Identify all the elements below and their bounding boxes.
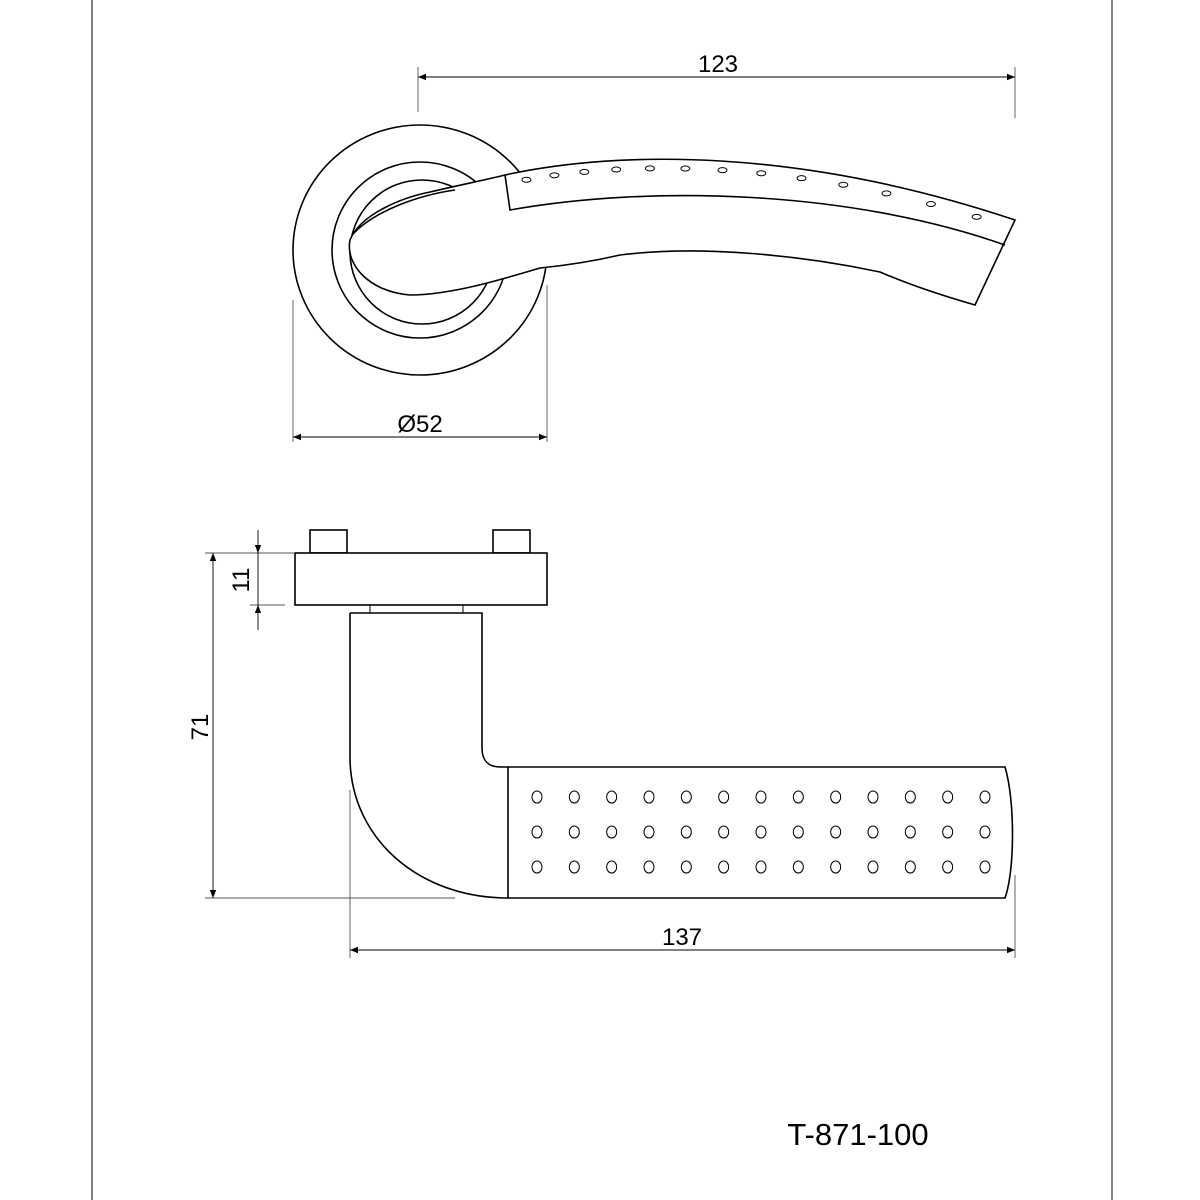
lever-top-dot	[549, 172, 560, 179]
grip-dot	[942, 790, 954, 804]
grip-dot	[830, 825, 842, 839]
dimension-label-11: 11	[228, 568, 255, 593]
grip-dot	[718, 825, 730, 839]
lever-grip	[507, 766, 1014, 899]
grip-dot	[718, 860, 730, 874]
lever-top-dot	[925, 201, 936, 208]
grip-dot	[755, 825, 767, 839]
grip-dot-grid	[531, 790, 991, 874]
grip-dot	[942, 825, 954, 839]
dimension-71: 71	[187, 553, 455, 899]
rosette-base	[294, 552, 548, 606]
grip-dot	[942, 860, 954, 874]
grip-dot	[680, 790, 692, 804]
grip-dot	[867, 790, 879, 804]
lever-top-dot	[971, 213, 982, 220]
dimension-123: 123	[417, 51, 1016, 118]
grip-dot	[568, 860, 580, 874]
grip-dot	[568, 790, 580, 804]
grip-dot	[643, 790, 655, 804]
grip-dot	[792, 825, 804, 839]
grip-dot	[979, 860, 991, 874]
dimension-label-123: 123	[698, 51, 738, 78]
lever-top-dot	[579, 168, 590, 175]
top-dot-row	[521, 165, 982, 220]
lever-insert-edge	[504, 174, 1006, 246]
grip-dot	[755, 860, 767, 874]
rosette-neck	[369, 604, 464, 614]
grip-dot	[867, 825, 879, 839]
mounting-pin-left	[309, 529, 348, 554]
grip-dot	[792, 860, 804, 874]
grip-dot	[904, 790, 916, 804]
grip-dot	[606, 790, 618, 804]
grip-dot	[680, 860, 692, 874]
side-view	[294, 529, 1014, 899]
lever-top-dot	[644, 165, 655, 172]
dimension-137: 137	[349, 790, 1016, 958]
lever-top-dot	[756, 170, 767, 177]
grip-dot	[979, 790, 991, 804]
lever-top-dot	[611, 166, 622, 173]
dimension-diameter-52: Ø52	[292, 285, 548, 442]
lever-top-dot	[717, 167, 728, 174]
grip-dot	[830, 860, 842, 874]
dimension-label-137: 137	[662, 924, 702, 951]
grip-dot	[792, 790, 804, 804]
dimension-label-diameter: Ø52	[397, 411, 442, 438]
lever-top-dot	[838, 181, 849, 188]
lever-neck-curve	[351, 189, 456, 236]
grip-dot	[531, 860, 543, 874]
grip-dot	[680, 825, 692, 839]
grip-dot	[643, 825, 655, 839]
dimension-label-71: 71	[187, 714, 214, 741]
grip-dot	[606, 825, 618, 839]
grip-dot	[606, 860, 618, 874]
product-code: T-871-100	[787, 1117, 928, 1152]
top-view	[292, 124, 1017, 376]
grip-dot	[643, 860, 655, 874]
grip-dot	[531, 790, 543, 804]
grip-dot	[531, 825, 543, 839]
grip-dot	[718, 790, 730, 804]
grip-dot	[979, 825, 991, 839]
mounting-pin-right	[492, 529, 531, 554]
lever-top-dot	[521, 176, 532, 183]
grip-dot	[904, 825, 916, 839]
grip-dot	[755, 790, 767, 804]
lever-top-body	[348, 158, 1017, 306]
grip-dot	[830, 790, 842, 804]
lever-top-dot	[796, 175, 807, 182]
grip-dot	[867, 860, 879, 874]
grip-dot	[904, 860, 916, 874]
lever-top-dot	[680, 165, 691, 172]
lever-side-body	[349, 612, 509, 899]
lever-top-dot	[881, 190, 892, 197]
dimension-11: 11	[205, 530, 295, 630]
grip-dot	[568, 825, 580, 839]
